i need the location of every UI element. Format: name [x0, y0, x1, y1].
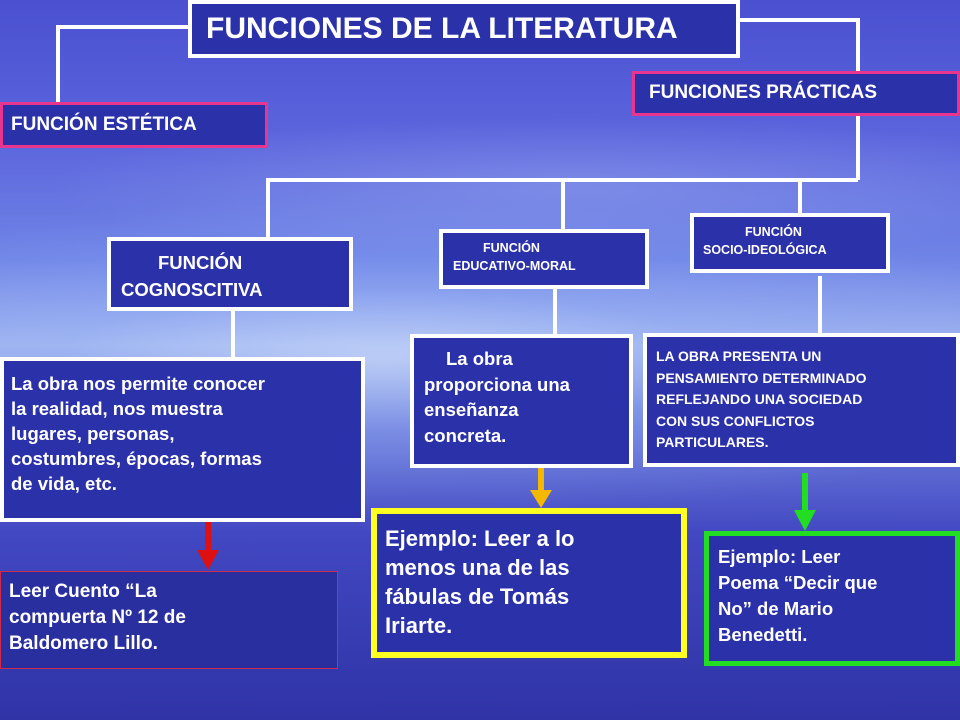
funciones-practicas-label: FUNCIONES PRÁCTICAS: [649, 82, 878, 103]
ejemplo-educativo-line: fábulas de Tomás: [385, 584, 570, 609]
descripcion-socio-line: PENSAMIENTO DETERMINADO: [656, 369, 867, 386]
arrow-red: [197, 519, 219, 570]
ejemplo-cognoscitiva-line: Baldomero Lillo.: [9, 633, 158, 654]
funcion-socio-line1: FUNCIÓN: [745, 225, 802, 239]
descripcion-educativo-line: concreta.: [424, 424, 507, 446]
ejemplo-socio-box: Ejemplo: Leer Poema “Decir que No” de Ma…: [704, 531, 960, 666]
descripcion-cognoscitiva-box: La obra nos permite conocer la realidad,…: [0, 357, 365, 522]
funcion-educativo-line2: EDUCATIVO-MORAL: [453, 259, 576, 273]
ejemplo-cognoscitiva-line: Leer Cuento “La: [9, 581, 157, 602]
funcion-cognoscitiva-line1: FUNCIÓN: [158, 252, 243, 273]
descripcion-cognoscitiva-line: La obra nos permite conocer: [11, 373, 265, 394]
ejemplo-cognoscitiva-box: Leer Cuento “La compuerta Nº 12 de Baldo…: [0, 571, 338, 669]
arrow-orange: [530, 467, 552, 508]
ejemplo-socio-line: Benedetti.: [718, 624, 808, 645]
funcion-estetica-label: FUNCIÓN ESTÉTICA: [11, 114, 197, 135]
descripcion-cognoscitiva-line: costumbres, épocas, formas: [11, 448, 262, 469]
ejemplo-socio-line: Poema “Decir que: [718, 572, 878, 593]
descripcion-socio-line: PARTICULARES.: [656, 434, 769, 450]
diagram-title-text: FUNCIONES DE LA LITERATURA: [206, 12, 678, 45]
descripcion-socio-line: CON SUS CONFLICTOS: [656, 412, 815, 429]
funcion-estetica-box: FUNCIÓN ESTÉTICA: [0, 102, 268, 148]
ejemplo-educativo-box: Ejemplo: Leer a lo menos una de las fábu…: [371, 508, 687, 658]
descripcion-educativo-line: proporciona una: [424, 373, 570, 395]
ejemplo-cognoscitiva-line: compuerta Nº 12 de: [9, 607, 186, 628]
funcion-educativo-line1: FUNCIÓN: [483, 241, 540, 255]
funcion-educativo-moral-box: FUNCIÓN EDUCATIVO-MORAL: [439, 229, 649, 289]
descripcion-cognoscitiva-line: lugares, personas,: [11, 423, 175, 444]
descripcion-cognoscitiva-line: la realidad, nos muestra: [11, 398, 223, 419]
descripcion-socio-line: REFLEJANDO UNA SOCIEDAD: [656, 391, 863, 407]
connector-title-to-estetica: [56, 25, 190, 104]
funcion-socio-ideologica-box: FUNCIÓN SOCIO-IDEOLÓGICA: [690, 213, 890, 273]
ejemplo-educativo-line: menos una de las: [385, 555, 570, 580]
descripcion-educativo-line: enseñanza: [424, 399, 519, 420]
diagram-title: FUNCIONES DE LA LITERATURA: [188, 0, 740, 58]
ejemplo-educativo-line: Ejemplo: Leer a lo: [385, 526, 575, 551]
connector-title-to-practicas: [738, 18, 860, 73]
funciones-practicas-box: FUNCIONES PRÁCTICAS: [632, 71, 960, 116]
descripcion-educativo-box: La obra proporciona una enseñanza concre…: [410, 334, 633, 468]
funcion-socio-line2: SOCIO-IDEOLÓGICA: [703, 243, 827, 257]
descripcion-cognoscitiva-line: de vida, etc.: [11, 473, 117, 494]
ejemplo-socio-line: Ejemplo: Leer: [718, 546, 841, 567]
arrow-green: [794, 473, 816, 531]
descripcion-educativo-line: La obra: [446, 348, 513, 369]
descripcion-socio-box: LA OBRA PRESENTA UN PENSAMIENTO DETERMIN…: [643, 333, 960, 467]
ejemplo-educativo-line: Iriarte.: [385, 613, 453, 638]
ejemplo-socio-line: No” de Mario: [718, 598, 834, 619]
funcion-cognoscitiva-line2: COGNOSCITIVA: [121, 279, 263, 300]
descripcion-socio-line: LA OBRA PRESENTA UN: [656, 348, 822, 364]
funcion-cognoscitiva-box: FUNCIÓN COGNOSCITIVA: [107, 237, 353, 311]
